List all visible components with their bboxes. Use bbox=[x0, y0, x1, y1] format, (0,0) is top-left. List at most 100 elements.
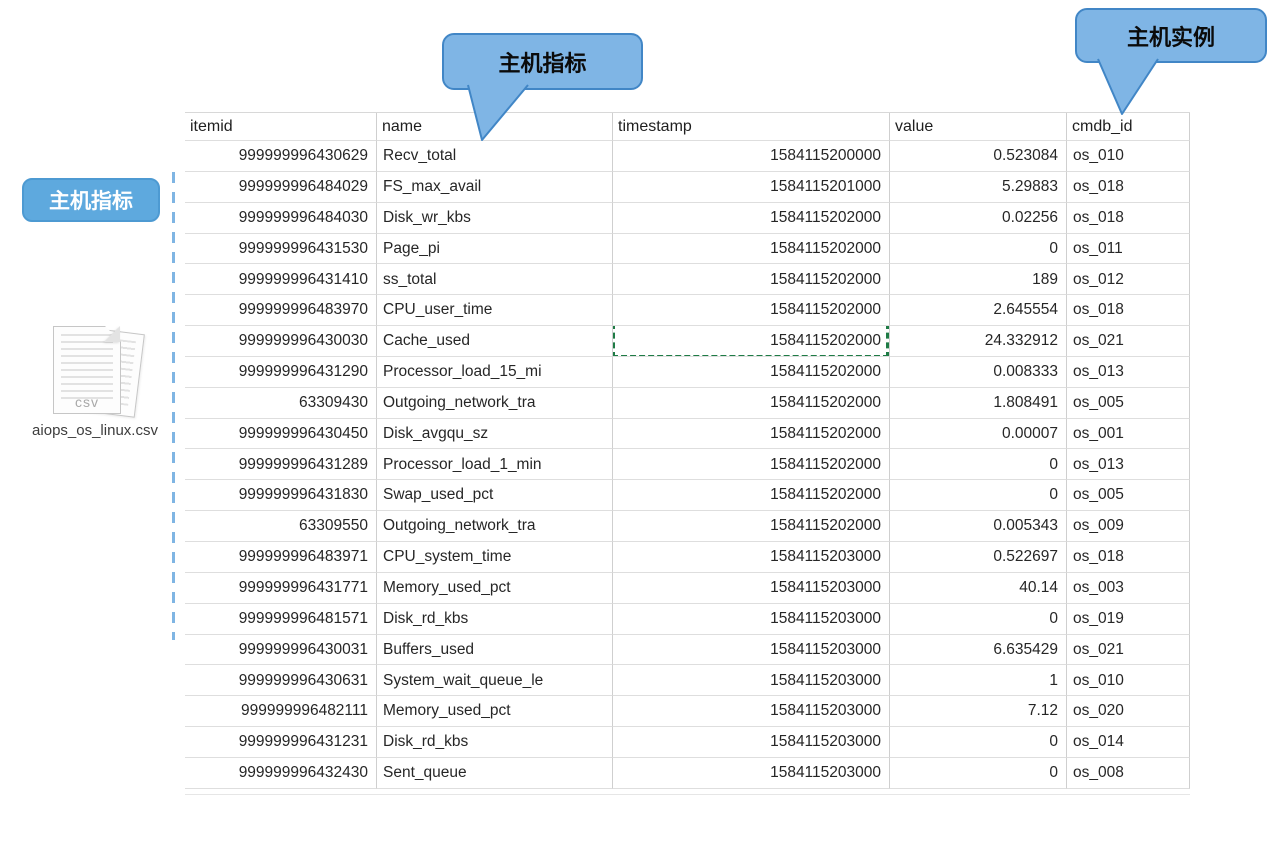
cell-value[interactable]: 0.008333 bbox=[890, 356, 1067, 388]
cell-name[interactable]: ss_total bbox=[377, 264, 613, 296]
cell-timestamp[interactable]: 1584115202000 bbox=[613, 264, 890, 296]
cell-name[interactable]: Memory_used_pct bbox=[377, 572, 613, 604]
cell-cmdb-id[interactable]: os_005 bbox=[1067, 387, 1190, 419]
cell-name[interactable]: System_wait_queue_le bbox=[377, 665, 613, 697]
cell-timestamp[interactable]: 1584115202000 bbox=[613, 356, 890, 388]
cell-name[interactable]: Disk_rd_kbs bbox=[377, 727, 613, 758]
cell-value[interactable]: 24.332912 bbox=[890, 326, 1067, 357]
cell-cmdb-id[interactable]: os_005 bbox=[1067, 480, 1190, 512]
cell-value[interactable]: 7.12 bbox=[890, 696, 1067, 728]
cell-timestamp[interactable]: 1584115203000 bbox=[613, 727, 890, 758]
cell-value[interactable]: 0.523084 bbox=[890, 141, 1067, 172]
cell-timestamp[interactable]: 1584115202000 bbox=[613, 387, 890, 419]
cell-timestamp[interactable]: 1584115202000 bbox=[613, 449, 890, 481]
cell-value[interactable]: 0 bbox=[890, 603, 1067, 635]
cell-name[interactable]: Swap_used_pct bbox=[377, 480, 613, 512]
cell-value[interactable]: 6.635429 bbox=[890, 634, 1067, 666]
cell-timestamp[interactable]: 1584115202000 bbox=[613, 326, 890, 357]
cell-itemid[interactable]: 999999996430629 bbox=[185, 141, 377, 172]
cell-itemid[interactable]: 999999996483970 bbox=[185, 295, 377, 327]
cell-itemid[interactable]: 999999996430031 bbox=[185, 634, 377, 666]
cell-cmdb-id[interactable]: os_018 bbox=[1067, 541, 1190, 573]
cell-itemid[interactable]: 999999996431290 bbox=[185, 356, 377, 388]
cell-timestamp[interactable]: 1584115202000 bbox=[613, 418, 890, 450]
cell-cmdb-id[interactable]: os_011 bbox=[1067, 233, 1190, 265]
cell-cmdb-id[interactable]: os_014 bbox=[1067, 727, 1190, 758]
cell-value[interactable]: 1.808491 bbox=[890, 387, 1067, 419]
cell-itemid[interactable]: 999999996430450 bbox=[185, 418, 377, 450]
cell-itemid[interactable]: 999999996430631 bbox=[185, 665, 377, 697]
cell-itemid[interactable]: 999999996484029 bbox=[185, 171, 377, 203]
cell-value[interactable]: 0.005343 bbox=[890, 511, 1067, 542]
cell-itemid[interactable]: 999999996432430 bbox=[185, 757, 377, 789]
cell-timestamp[interactable]: 1584115203000 bbox=[613, 634, 890, 666]
cell-value[interactable]: 0.522697 bbox=[890, 541, 1067, 573]
cell-name[interactable]: Sent_queue bbox=[377, 757, 613, 789]
cell-cmdb-id[interactable]: os_020 bbox=[1067, 696, 1190, 728]
cell-value[interactable]: 189 bbox=[890, 264, 1067, 296]
cell-itemid[interactable]: 999999996482111 bbox=[185, 696, 377, 728]
cell-cmdb-id[interactable]: os_001 bbox=[1067, 418, 1190, 450]
cell-name[interactable]: Outgoing_network_tra bbox=[377, 511, 613, 542]
column-header[interactable]: cmdb_id bbox=[1067, 113, 1190, 141]
cell-itemid[interactable]: 999999996431289 bbox=[185, 449, 377, 481]
cell-timestamp[interactable]: 1584115201000 bbox=[613, 171, 890, 203]
column-header[interactable]: timestamp bbox=[613, 113, 890, 141]
cell-timestamp[interactable]: 1584115202000 bbox=[613, 233, 890, 265]
cell-name[interactable]: CPU_user_time bbox=[377, 295, 613, 327]
cell-value[interactable]: 0 bbox=[890, 757, 1067, 789]
cell-name[interactable]: Disk_rd_kbs bbox=[377, 603, 613, 635]
cell-timestamp[interactable]: 1584115202000 bbox=[613, 202, 890, 234]
cell-itemid[interactable]: 999999996484030 bbox=[185, 202, 377, 234]
cell-timestamp[interactable]: 1584115203000 bbox=[613, 603, 890, 635]
cell-cmdb-id[interactable]: os_012 bbox=[1067, 264, 1190, 296]
cell-value[interactable]: 0 bbox=[890, 449, 1067, 481]
cell-timestamp[interactable]: 1584115202000 bbox=[613, 511, 890, 542]
cell-value[interactable]: 0 bbox=[890, 480, 1067, 512]
cell-cmdb-id[interactable]: os_013 bbox=[1067, 356, 1190, 388]
cell-cmdb-id[interactable]: os_010 bbox=[1067, 141, 1190, 172]
column-header[interactable]: itemid bbox=[185, 113, 377, 141]
column-header[interactable]: value bbox=[890, 113, 1067, 141]
cell-itemid[interactable]: 999999996431410 bbox=[185, 264, 377, 296]
cell-value[interactable]: 0.00007 bbox=[890, 418, 1067, 450]
cell-itemid[interactable]: 999999996483971 bbox=[185, 541, 377, 573]
cell-cmdb-id[interactable]: os_018 bbox=[1067, 202, 1190, 234]
cell-cmdb-id[interactable]: os_010 bbox=[1067, 665, 1190, 697]
cell-cmdb-id[interactable]: os_021 bbox=[1067, 326, 1190, 357]
cell-name[interactable]: FS_max_avail bbox=[377, 171, 613, 203]
cell-value[interactable]: 2.645554 bbox=[890, 295, 1067, 327]
cell-name[interactable]: Cache_used bbox=[377, 326, 613, 357]
cell-timestamp[interactable]: 1584115202000 bbox=[613, 295, 890, 327]
cell-name[interactable]: Buffers_used bbox=[377, 634, 613, 666]
cell-timestamp[interactable]: 1584115203000 bbox=[613, 541, 890, 573]
cell-cmdb-id[interactable]: os_013 bbox=[1067, 449, 1190, 481]
cell-value[interactable]: 1 bbox=[890, 665, 1067, 697]
cell-value[interactable]: 5.29883 bbox=[890, 171, 1067, 203]
csv-file-icon[interactable]: csv aiops_os_linux.csv bbox=[12, 322, 178, 444]
cell-name[interactable]: Outgoing_network_tra bbox=[377, 387, 613, 419]
cell-name[interactable]: Disk_wr_kbs bbox=[377, 202, 613, 234]
cell-timestamp[interactable]: 1584115203000 bbox=[613, 757, 890, 789]
cell-value[interactable]: 0 bbox=[890, 727, 1067, 758]
cell-itemid[interactable]: 63309550 bbox=[185, 511, 377, 542]
cell-cmdb-id[interactable]: os_008 bbox=[1067, 757, 1190, 789]
cell-timestamp[interactable]: 1584115203000 bbox=[613, 696, 890, 728]
cell-name[interactable]: Page_pi bbox=[377, 233, 613, 265]
cell-value[interactable]: 0 bbox=[890, 233, 1067, 265]
cell-name[interactable]: Disk_avgqu_sz bbox=[377, 418, 613, 450]
cell-cmdb-id[interactable]: os_003 bbox=[1067, 572, 1190, 604]
cell-itemid[interactable]: 999999996481571 bbox=[185, 603, 377, 635]
cell-itemid[interactable]: 999999996431231 bbox=[185, 727, 377, 758]
cell-itemid[interactable]: 999999996430030 bbox=[185, 326, 377, 357]
cell-timestamp[interactable]: 1584115200000 bbox=[613, 141, 890, 172]
cell-name[interactable]: Processor_load_15_mi bbox=[377, 356, 613, 388]
cell-name[interactable]: CPU_system_time bbox=[377, 541, 613, 573]
cell-cmdb-id[interactable]: os_018 bbox=[1067, 295, 1190, 327]
cell-value[interactable]: 40.14 bbox=[890, 572, 1067, 604]
cell-cmdb-id[interactable]: os_019 bbox=[1067, 603, 1190, 635]
cell-itemid[interactable]: 999999996431530 bbox=[185, 233, 377, 265]
cell-name[interactable]: Memory_used_pct bbox=[377, 696, 613, 728]
cell-name[interactable]: Processor_load_1_min bbox=[377, 449, 613, 481]
cell-cmdb-id[interactable]: os_018 bbox=[1067, 171, 1190, 203]
